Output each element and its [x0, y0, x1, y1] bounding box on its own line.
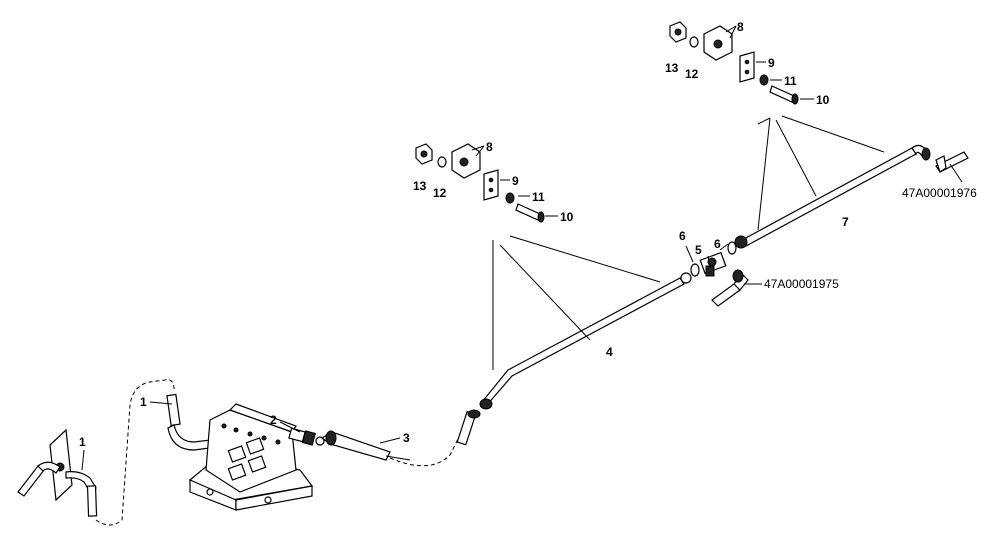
callout-2: 2 — [270, 413, 277, 427]
callout-6-left: 6 — [679, 229, 686, 243]
callout-9-upper: 9 — [768, 56, 775, 70]
callout-11-upper: 11 — [784, 74, 797, 88]
long-pipe-4 — [456, 272, 692, 446]
long-pipe-7 — [734, 144, 931, 249]
callout-12-middle: 12 — [433, 186, 447, 200]
flexible-hose-dashed — [95, 379, 175, 526]
callout-6-right: 6 — [714, 237, 721, 251]
short-pipe — [320, 430, 411, 461]
pipe-stub-upper — [935, 151, 969, 173]
hose-dashed-right — [389, 424, 466, 467]
part-ref-upper: 47A00001976 — [902, 186, 977, 200]
callout-13-upper: 13 — [665, 61, 679, 75]
callout-10-middle: 10 — [560, 210, 574, 224]
left-bracket-assembly — [17, 428, 98, 517]
part-ref-lower: 47A00001975 — [764, 277, 839, 291]
callout-13-middle: 13 — [413, 179, 427, 193]
clamp-set-middle — [415, 143, 545, 223]
callout-12-upper: 12 — [685, 67, 699, 81]
valve-block — [188, 403, 314, 511]
callout-9-middle: 9 — [512, 174, 519, 188]
callout-1-upper: 1 — [140, 395, 147, 409]
callout-1-lower: 1 — [79, 435, 86, 449]
tee-assembly — [690, 241, 737, 277]
callout-11-middle: 11 — [532, 190, 545, 204]
callout-5: 5 — [695, 243, 702, 257]
pipe-stub-lower — [711, 269, 749, 307]
callout-3: 3 — [403, 431, 410, 445]
callout-4: 4 — [606, 345, 613, 359]
callout-8-middle: 8 — [486, 140, 493, 154]
leader-lines — [81, 25, 963, 471]
clamp-set-upper — [669, 21, 799, 105]
callout-8-upper: 8 — [737, 20, 744, 34]
adapter-fitting — [288, 427, 325, 446]
callout-7: 7 — [842, 215, 849, 229]
callout-10-upper: 10 — [816, 93, 830, 107]
